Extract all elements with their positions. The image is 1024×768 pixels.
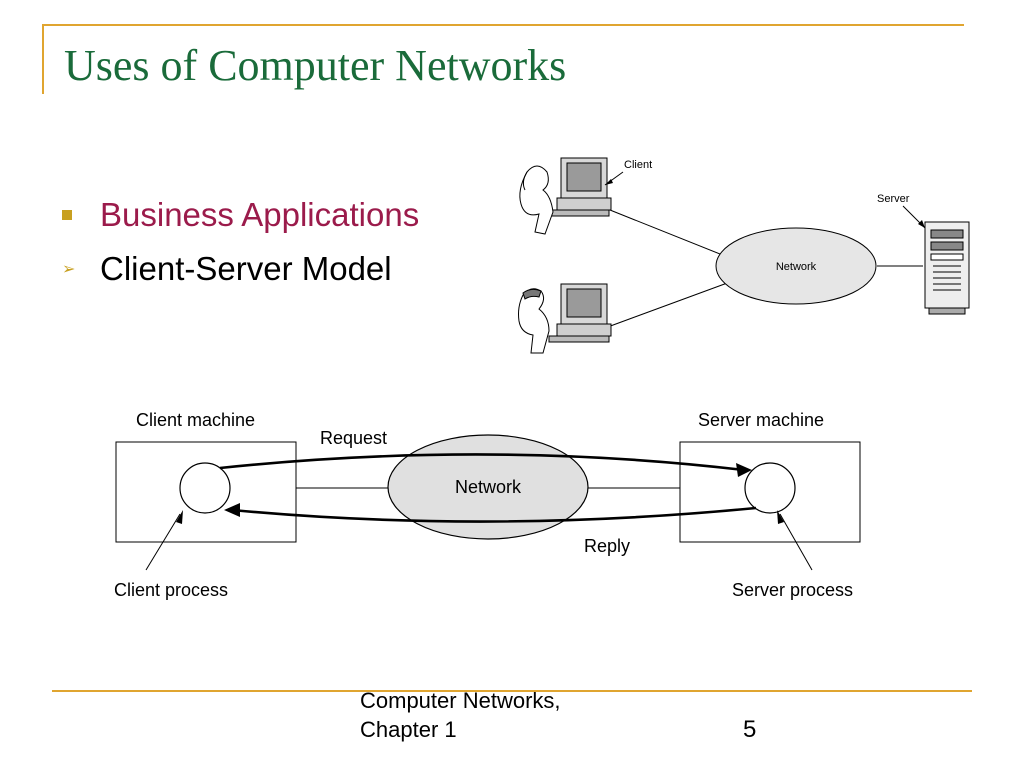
link-client1-network <box>604 207 731 259</box>
bullet-label: Client-Server Model <box>100 250 392 287</box>
request-reply-diagram: Client machine Server machine Network Re… <box>114 410 861 600</box>
client-process-arrowhead <box>176 510 183 524</box>
bullet-list: Business Applications ➢ Client-Server Mo… <box>62 188 419 296</box>
slide-title: Uses of Computer Networks <box>64 41 567 90</box>
client-server-illustration: Network Client Server <box>518 157 970 354</box>
server-process-pointer <box>779 513 813 571</box>
square-bullet-icon <box>62 210 72 220</box>
network-cloud <box>715 227 877 305</box>
client-workstation-1 <box>519 157 612 235</box>
client-machine-label: Client machine <box>136 410 255 430</box>
network-ellipse <box>387 434 589 540</box>
server-machine-label: Server machine <box>698 410 824 430</box>
title-frame-top-rule <box>42 24 964 26</box>
request-arrow <box>219 453 745 472</box>
request-arrowhead <box>736 463 752 477</box>
page-number: 5 <box>743 716 757 743</box>
network-label: Network <box>776 261 817 273</box>
reply-label: Reply <box>584 536 630 556</box>
request-label: Request <box>320 428 387 448</box>
footer-line-1: Computer Networks, <box>360 688 561 713</box>
reply-arrow <box>231 506 757 523</box>
server-label-arrowhead <box>918 220 925 228</box>
arrow-bullet-icon: ➢ <box>62 261 76 278</box>
link-client2-network <box>604 281 731 329</box>
reply-arrowhead <box>224 503 240 517</box>
client-label: Client <box>624 159 652 171</box>
bullet-item-client-server-model: ➢ Client-Server Model <box>62 242 419 296</box>
server-process-arrowhead <box>777 510 784 524</box>
server-process-circle <box>744 462 796 514</box>
footer-rule <box>52 690 972 692</box>
bullet-item-business-applications: Business Applications <box>62 188 419 242</box>
server-process-label: Server process <box>732 580 853 600</box>
footer-line-2: Chapter 1 <box>360 717 457 742</box>
footer-text: Computer Networks, Chapter 1 <box>360 686 561 744</box>
bullet-label: Business Applications <box>100 196 420 233</box>
title-frame-left-rule <box>42 24 44 94</box>
client-process-pointer <box>145 513 181 571</box>
client-workstation-2 <box>518 283 612 354</box>
client-label-arrowhead <box>605 179 613 185</box>
client-process-circle <box>179 462 231 514</box>
server-label: Server <box>877 193 910 205</box>
server-tower <box>924 221 970 315</box>
client-process-label: Client process <box>114 580 228 600</box>
network-label: Network <box>455 477 522 497</box>
